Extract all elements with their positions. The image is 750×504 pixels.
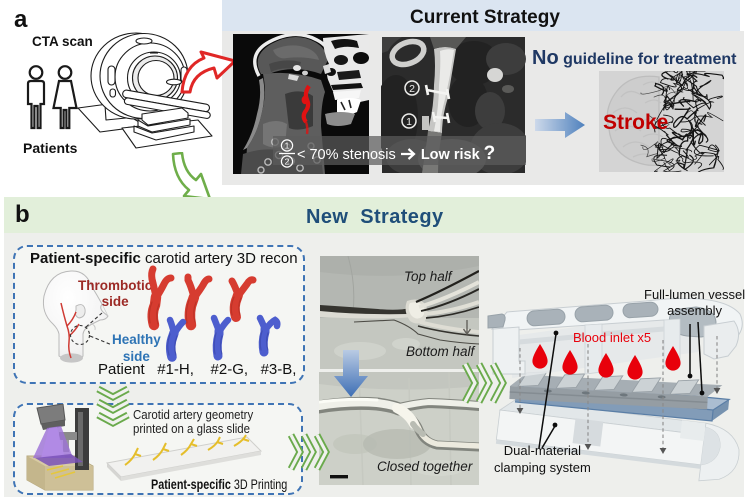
svg-text:2: 2 bbox=[285, 157, 290, 167]
svg-text:Bottom half: Bottom half bbox=[406, 344, 476, 359]
svg-text:Top half: Top half bbox=[404, 269, 453, 284]
svg-text:Stroke: Stroke bbox=[603, 111, 668, 134]
svg-text:2: 2 bbox=[409, 83, 415, 95]
svg-text:1: 1 bbox=[406, 116, 412, 128]
svg-text:1: 1 bbox=[285, 141, 290, 151]
svg-text:Closed together: Closed together bbox=[377, 459, 473, 474]
